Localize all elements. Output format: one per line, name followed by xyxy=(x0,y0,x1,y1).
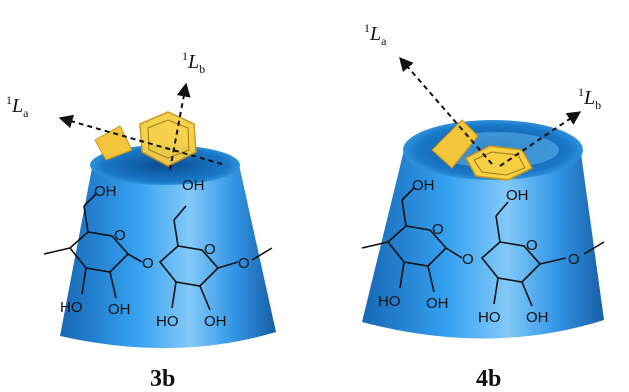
atom-OH-top-left-4b: OH xyxy=(412,177,435,194)
atom-OH-top-right-4b: OH xyxy=(506,187,529,204)
atom-OH-bottom-left-4b: OH xyxy=(426,295,449,312)
atom-OH-bottom-left-3b: OH xyxy=(108,301,131,318)
atom-HO-bottom-left-4b: HO xyxy=(378,293,401,310)
atom-O-ring-right-4b: O xyxy=(526,237,538,254)
label-Lb-4b: 1Lb xyxy=(578,85,601,112)
label-La-3b: 1La xyxy=(6,93,29,120)
atom-O-bridge-3b: O xyxy=(142,255,154,272)
dipole-arrow-Lb-3b xyxy=(169,82,191,171)
panel-4b: 1La 1Lb OH OH O O O O HO OH HO xyxy=(361,21,605,392)
cyclodextrin-cone-4b xyxy=(362,132,604,339)
glucose-units-3b xyxy=(43,193,273,311)
atom-O-bridge-4b: O xyxy=(462,251,474,268)
label-La-4b: 1La xyxy=(364,21,387,48)
atom-O-ring-left-3b: O xyxy=(114,227,126,244)
atom-HO-bottom-right-3b: HO xyxy=(156,313,179,330)
guest-molecule-3b xyxy=(94,111,197,167)
dipole-arrow-La-3b xyxy=(58,114,223,165)
dipole-arrow-Lb-4b xyxy=(499,111,582,167)
atom-HO-bottom-left-3b: HO xyxy=(60,299,83,316)
glucose-units-4b xyxy=(361,187,605,307)
atom-O-right-4b: O xyxy=(568,251,580,268)
atom-HO-bottom-right-4b: HO xyxy=(478,309,501,326)
atom-OH-bottom-right-4b: OH xyxy=(526,309,549,326)
atom-OH-top-left-3b: OH xyxy=(94,183,117,200)
panel-3b: 1La 1Lb OH OH O O O O xyxy=(6,49,276,392)
atom-O-ring-right-3b: O xyxy=(204,241,216,258)
atom-O-ring-left-4b: O xyxy=(432,221,444,238)
compound-label-4b: 4b xyxy=(476,366,501,392)
atom-O-right-3b: O xyxy=(238,255,250,272)
label-Lb-3b: 1Lb xyxy=(182,49,205,76)
atom-OH-top-right-3b: OH xyxy=(182,177,205,194)
cyclodextrin-cone-3b xyxy=(60,151,276,349)
atom-OH-bottom-right-3b: OH xyxy=(204,313,227,330)
compound-label-3b: 3b xyxy=(150,366,175,392)
